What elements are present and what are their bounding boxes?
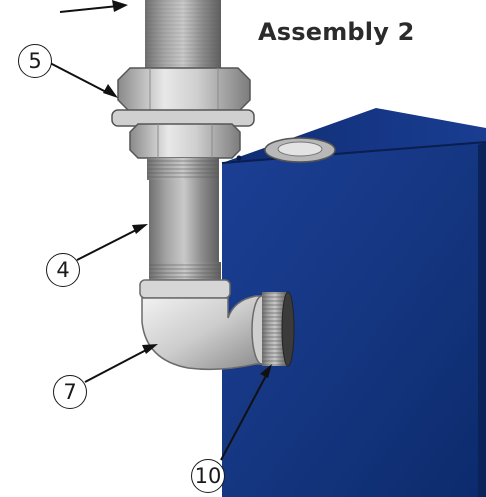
upper-pipe bbox=[145, 0, 221, 68]
tank-edge bbox=[221, 141, 486, 164]
top-arrow-head bbox=[112, 0, 128, 12]
threaded-outlet bbox=[262, 291, 295, 367]
elbow-body bbox=[141, 295, 263, 371]
leader-10 bbox=[220, 371, 269, 461]
tank-side-face bbox=[478, 142, 486, 497]
leader-5 bbox=[49, 62, 111, 95]
leader-arrows bbox=[49, 0, 272, 461]
lower-hex-nut bbox=[129, 123, 241, 159]
nipple-pipe bbox=[149, 180, 221, 282]
upper-hex-nut bbox=[117, 67, 251, 113]
leader-7 bbox=[84, 347, 151, 383]
assembly-title: Assembly 2 bbox=[258, 18, 415, 46]
callout-5: 5 bbox=[18, 44, 52, 78]
elbow-collar bbox=[139, 279, 231, 299]
callout-10: 10 bbox=[191, 459, 225, 493]
blue-tank bbox=[221, 108, 486, 497]
leader-4 bbox=[76, 227, 141, 261]
callout-7: 7 bbox=[53, 375, 87, 409]
tank-filler-cap-inner bbox=[277, 141, 323, 157]
hex-nut-assembly bbox=[111, 67, 255, 159]
tank-front-face bbox=[222, 142, 486, 497]
tank-bolt bbox=[236, 155, 242, 161]
callout-4: 4 bbox=[46, 253, 80, 287]
top-arrow-line bbox=[59, 5, 119, 13]
